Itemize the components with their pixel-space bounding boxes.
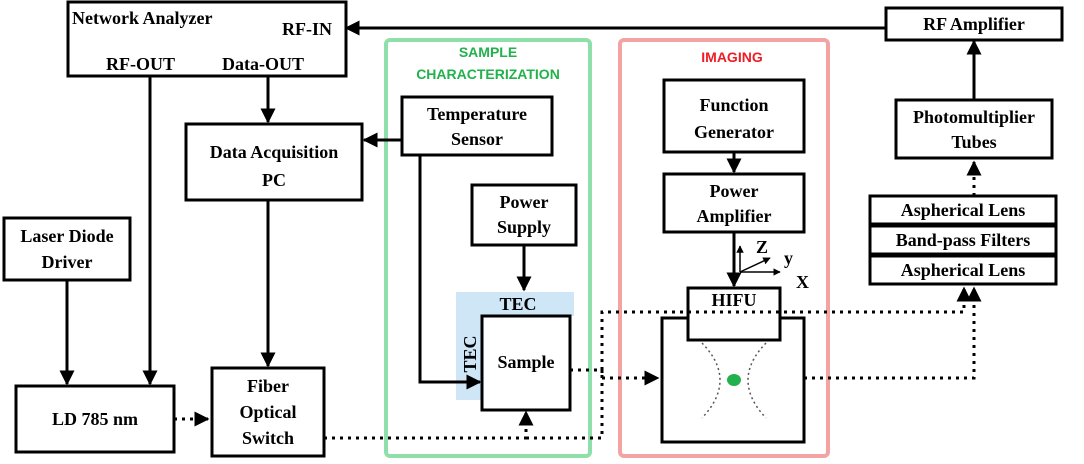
optic-switch-to-imaging xyxy=(526,286,972,440)
fiber-switch-box xyxy=(210,366,326,458)
x-axis-label: X xyxy=(796,272,809,292)
ld-785-box xyxy=(14,384,176,454)
y-axis-label: y xyxy=(784,248,793,268)
rf-out-label: RF-OUT xyxy=(106,54,175,74)
power-supply-line2: Supply xyxy=(497,217,551,237)
z-axis-label: Z xyxy=(756,237,768,257)
power-amplifier-line2: Amplifier xyxy=(697,206,772,226)
data-acquisition-line1: Data Acquisition xyxy=(210,142,339,162)
sample-characterization-frame xyxy=(384,38,592,458)
function-generator-line1: Function xyxy=(699,95,768,115)
optic-switch-to-sample xyxy=(324,410,534,440)
network-analyzer-box xyxy=(66,0,348,78)
sample-label: Sample xyxy=(497,352,554,372)
tec-side-label: TEC xyxy=(460,335,480,372)
aspherical-lens-bottom-label: Aspherical Lens xyxy=(901,260,1026,280)
ld-785-label: LD 785 nm xyxy=(52,409,138,429)
optical-paths xyxy=(174,160,982,440)
temperature-sensor-box xyxy=(400,95,554,157)
aspherical-lens-bottom-box xyxy=(868,254,1058,286)
data-out-label: Data-OUT xyxy=(222,54,304,74)
power-amplifier-line1: Power xyxy=(710,181,759,201)
beam-left-curve xyxy=(701,342,721,419)
temperature-sensor-line2: Sensor xyxy=(451,129,503,149)
rf-amplifier-label: RF Amplifier xyxy=(923,14,1025,34)
y-axis-line xyxy=(739,257,771,273)
aspherical-lens-top-label: Aspherical Lens xyxy=(901,200,1026,220)
imaging-frame xyxy=(618,38,830,458)
optic-tank-to-lens xyxy=(804,286,982,380)
power-supply-line1: Power xyxy=(500,192,549,212)
fiber-switch-line2: Optical xyxy=(240,402,297,422)
function-generator-line2: Generator xyxy=(694,122,774,142)
aspherical-lens-top-box xyxy=(868,194,1058,226)
fiber-switch-line1: Fiber xyxy=(247,376,289,396)
laser-diode-driver-box xyxy=(2,216,132,282)
hifu-label: HIFU xyxy=(712,290,757,310)
data-acquisition-line2: PC xyxy=(262,170,286,190)
laser-diode-driver-line1: Laser Diode xyxy=(20,226,113,246)
tec-top-region xyxy=(456,292,574,316)
optic-sample-to-tank xyxy=(570,368,660,386)
temperature-sensor-line1: Temperature xyxy=(427,104,527,124)
network-analyzer-title: Network Analyzer xyxy=(72,8,212,28)
hifu-box xyxy=(686,286,782,342)
data-acquisition-box xyxy=(184,122,364,202)
bandpass-filters-box xyxy=(868,224,1058,256)
sample-characterization-title-2: CHARACTERIZATION xyxy=(416,66,560,82)
tec-top-label: TEC xyxy=(499,294,536,314)
photomultiplier-line2: Tubes xyxy=(951,132,996,152)
bandpass-filters-label: Band-pass Filters xyxy=(896,230,1031,250)
fiber-switch-line3: Switch xyxy=(242,428,294,448)
solid-connections xyxy=(59,20,982,390)
sample-characterization-title-1: SAMPLE xyxy=(459,44,517,60)
laser-diode-driver-line2: Driver xyxy=(42,252,93,272)
power-amplifier-box xyxy=(662,172,806,234)
conn-sensor-probe xyxy=(418,155,482,390)
rf-in-label: RF-IN xyxy=(282,19,332,39)
photomultiplier-box xyxy=(894,98,1054,160)
sample-box xyxy=(480,314,572,412)
focal-spot xyxy=(727,374,741,386)
imaging-title: IMAGING xyxy=(701,49,763,65)
beam-right-curve xyxy=(747,342,767,419)
photomultiplier-line1: Photomultiplier xyxy=(913,107,1035,127)
